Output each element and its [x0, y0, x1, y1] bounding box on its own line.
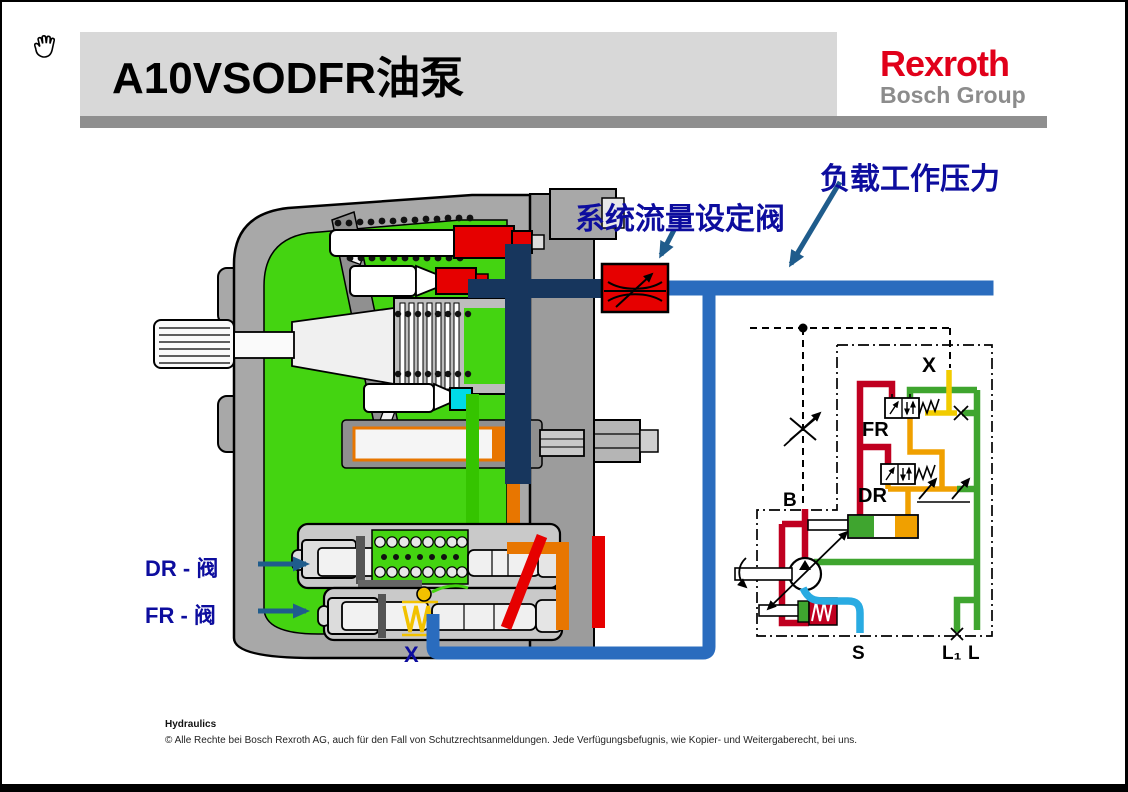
green-channel: [466, 394, 479, 546]
fr-valve-label: FR - 阀: [145, 603, 216, 628]
flow-valve-label: 系统流量设定阀: [575, 203, 785, 236]
dr-valve-label: DR - 阀: [145, 556, 219, 581]
schematic-l-label: L: [968, 643, 980, 664]
piston-assembly: [329, 225, 545, 413]
footer-copyright: © Alle Rechte bei Bosch Rexroth AG, auch…: [165, 735, 858, 746]
schematic-dr-label: DR: [858, 485, 887, 507]
pilot-line-x: [426, 292, 716, 660]
schematic-drain-lines: [814, 386, 981, 632]
rexroth-bosch-logo: Rexroth Bosch Group: [880, 46, 1050, 110]
outlet-channel: [468, 279, 604, 298]
pilot-dashed-lines: [750, 327, 952, 505]
bosch-group-text: Bosch Group: [880, 82, 1026, 108]
title-bar: A10VSODFR油泵: [80, 32, 837, 116]
x-port-label: X: [404, 642, 419, 667]
annotation-arrows: [258, 180, 843, 619]
suction-line: [799, 586, 864, 633]
footer-division: Hydraulics: [165, 719, 217, 730]
dr-valve-cutaway: [291, 522, 563, 590]
schematic-fr-label: FR: [862, 419, 889, 441]
dr-valve-symbol: [880, 463, 936, 485]
flow-control-valve-symbol: [600, 262, 670, 314]
pilot-throttle-symbol: [783, 411, 822, 447]
red-channel-diagonal: [500, 533, 548, 631]
fr-valve-symbol: [884, 394, 940, 419]
drain-throttles: [917, 477, 971, 503]
arrow-load-pressure: [788, 180, 843, 268]
hydraulic-schematic: X FR DR B S L₁ L: [734, 323, 993, 664]
valve-block-cutaway: [291, 522, 605, 642]
schematic-x-label: X: [922, 354, 936, 377]
schematic-l1-label: L₁: [942, 643, 962, 664]
arrow-flow-valve: [658, 228, 677, 259]
schematic-x-pilot: [925, 370, 957, 416]
grab-hand-cursor-icon: [33, 35, 56, 58]
schematic-s-label: S: [852, 643, 865, 664]
schematic-b-label: B: [783, 490, 797, 511]
title-divider: [80, 116, 1047, 128]
rexroth-logo-text: Rexroth: [880, 43, 1010, 84]
l1-plug: [950, 627, 964, 641]
fr-valve-cutaway: [317, 584, 564, 642]
schematic-pump-symbol: [734, 530, 849, 611]
load-pressure-label: 负载工作压力: [820, 163, 1000, 196]
schematic-boundary: [756, 344, 993, 637]
page-title: A10VSODFR油泵: [112, 54, 465, 103]
drive-shaft: [153, 306, 395, 386]
cylinder-block: [393, 297, 513, 395]
stroking-piston-symbol: [807, 514, 919, 539]
x-throttle: [953, 405, 969, 421]
